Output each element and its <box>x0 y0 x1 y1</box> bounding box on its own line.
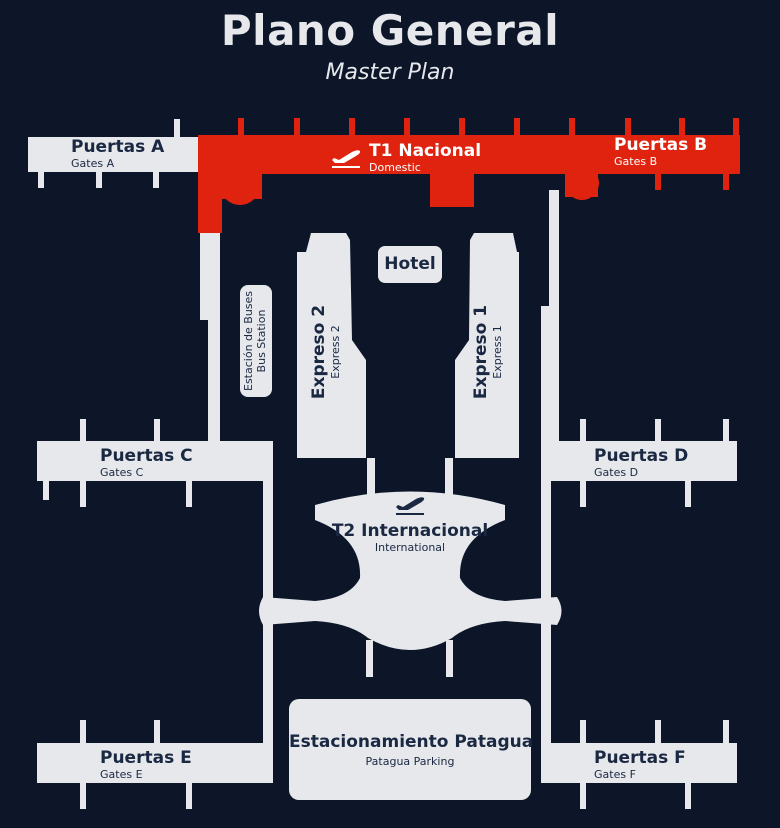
gates-c-label: Puertas C Gates C <box>100 446 193 480</box>
express-2-building[interactable] <box>297 233 366 458</box>
gates-c-pier[interactable] <box>37 419 273 507</box>
t2-label: T2 Internacional International <box>331 521 489 555</box>
gates-f-label: Puertas F Gates F <box>594 748 686 782</box>
left-corridor <box>200 232 220 320</box>
express-2-label: Expreso 2 Express 2 <box>309 304 342 400</box>
hotel-building[interactable] <box>378 246 442 283</box>
gates-e-label: Puertas E Gates E <box>100 748 192 782</box>
gates-a-label: Puertas A Gates A <box>71 137 165 171</box>
parking-building[interactable] <box>289 699 531 800</box>
t1-label: T1 Nacional Domestic <box>369 141 482 175</box>
page-title: Plano General <box>220 6 560 55</box>
page-subtitle: Master Plan <box>325 60 455 85</box>
t2-terminal[interactable] <box>259 491 562 678</box>
right-corridor-lower <box>541 306 559 444</box>
hotel-label: Hotel <box>384 254 436 274</box>
bus-station-building[interactable] <box>240 285 272 397</box>
express-1-building[interactable] <box>455 233 519 458</box>
parking-label: Estacionamiento Patagua Patagua Parking <box>289 732 534 769</box>
gates-d-label: Puertas D Gates D <box>594 446 689 480</box>
express-1-label: Expreso 1 Express 1 <box>471 304 504 400</box>
plane-departure-icon <box>332 150 361 168</box>
gates-f-pier[interactable] <box>541 720 737 809</box>
gates-e-pier[interactable] <box>37 720 273 809</box>
gates-d-pier[interactable] <box>541 419 737 507</box>
right-corridor <box>549 196 559 308</box>
bus-station-label: Estación de Buses Bus Station <box>242 290 268 391</box>
gates-b-label: Puertas B Gates B <box>614 135 708 169</box>
t1-domestic-terminal[interactable] <box>198 118 740 233</box>
plane-departure-icon <box>396 497 425 515</box>
gates-a-pier[interactable] <box>28 119 204 188</box>
left-corridor-lower <box>208 318 220 444</box>
